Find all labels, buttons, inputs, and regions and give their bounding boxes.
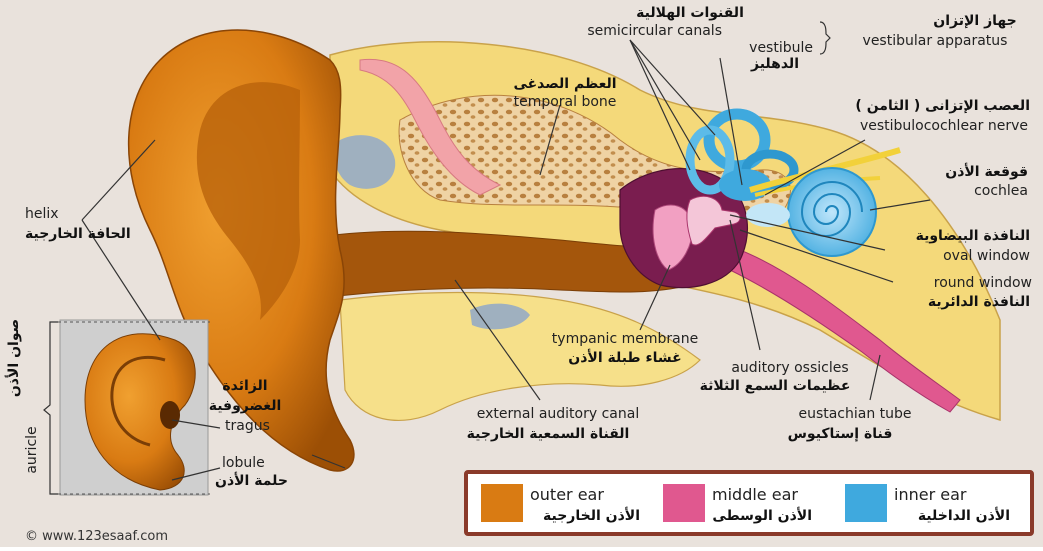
label-auditory-ossicles-ar: عظيمات السمع الثلاثة (700, 378, 851, 394)
label-oval-window-en: oval window (943, 248, 1030, 264)
label-lobule-en: lobule (222, 455, 265, 471)
label-vestibular-apparatus-ar: جهاز الإتزان (933, 13, 1016, 29)
label-auricle-en: auricle (24, 426, 40, 473)
label-round-window-ar: النافذة الدائرية (928, 294, 1030, 310)
label-semicircular-canals-en: semicircular canals (587, 23, 722, 39)
inset-ear-canal (160, 401, 180, 429)
legend-label-middle-ear-ar: الأذن الوسطى (712, 507, 812, 524)
label-temporal-bone-en: temporal bone (514, 94, 617, 110)
label-temporal-bone-ar: العظم الصدغى (513, 76, 616, 92)
label-round-window-en: round window (934, 275, 1032, 291)
label-cochlea-en: cochlea (974, 183, 1028, 199)
label-oval-window-ar: النافذة البيضاوية (916, 228, 1030, 244)
label-helix-ar: الحافة الخارجية (25, 226, 131, 242)
label-auditory-ossicles-en: auditory ossicles (731, 360, 848, 376)
legend-swatch-inner-ear (845, 484, 887, 522)
legend-label-outer-ear-ar: الأذن الخارجية (543, 507, 640, 524)
legend-label-middle-ear-en: middle ear (712, 485, 798, 504)
legend: outer ear الأذن الخارجية middle ear الأذ… (466, 472, 1032, 534)
label-tragus-ar-line2: الغضروفية (209, 398, 282, 414)
label-vestibule-en: vestibule (749, 40, 813, 56)
label-helix-en: helix (25, 206, 59, 222)
label-semicircular-canals-ar: القنوات الهلالية (636, 5, 744, 21)
label-eustachian-tube-en: eustachian tube (798, 406, 911, 422)
legend-label-inner-ear-ar: الأذن الداخلية (918, 507, 1010, 524)
legend-swatch-outer-ear (481, 484, 523, 522)
legend-label-outer-ear-en: outer ear (530, 485, 604, 504)
label-tragus-ar-line1: الزائدة (222, 378, 267, 394)
label-external-canal-en: external auditory canal (477, 406, 639, 422)
label-vestibular-apparatus-en: vestibular apparatus (863, 33, 1008, 49)
label-vestibule-ar: الدهليز (750, 56, 799, 72)
label-cochlea-ar: قوقعة الأذن (945, 163, 1028, 180)
label-lobule-ar: حلمة الأذن (215, 472, 288, 489)
label-tympanic-membrane-ar: غشاء طبلة الأذن (568, 349, 681, 366)
label-external-canal-ar: القناة السمعية الخارجية (467, 426, 630, 442)
copyright-text: © www.123esaaf.com (25, 529, 168, 544)
label-vestibulocochlear-nerve-ar: العصب الإتزانى ( الثامن ) (855, 98, 1030, 114)
label-eustachian-tube-ar: قناة إستاكيوس (788, 426, 893, 442)
label-tragus-en: tragus (225, 418, 270, 434)
legend-label-inner-ear-en: inner ear (894, 485, 967, 504)
label-auricle-ar: صوان الأذن (5, 319, 22, 397)
label-tympanic-membrane-en: tympanic membrane (552, 331, 698, 347)
label-vestibulocochlear-nerve-en: vestibulocochlear nerve (860, 118, 1028, 134)
legend-swatch-middle-ear (663, 484, 705, 522)
